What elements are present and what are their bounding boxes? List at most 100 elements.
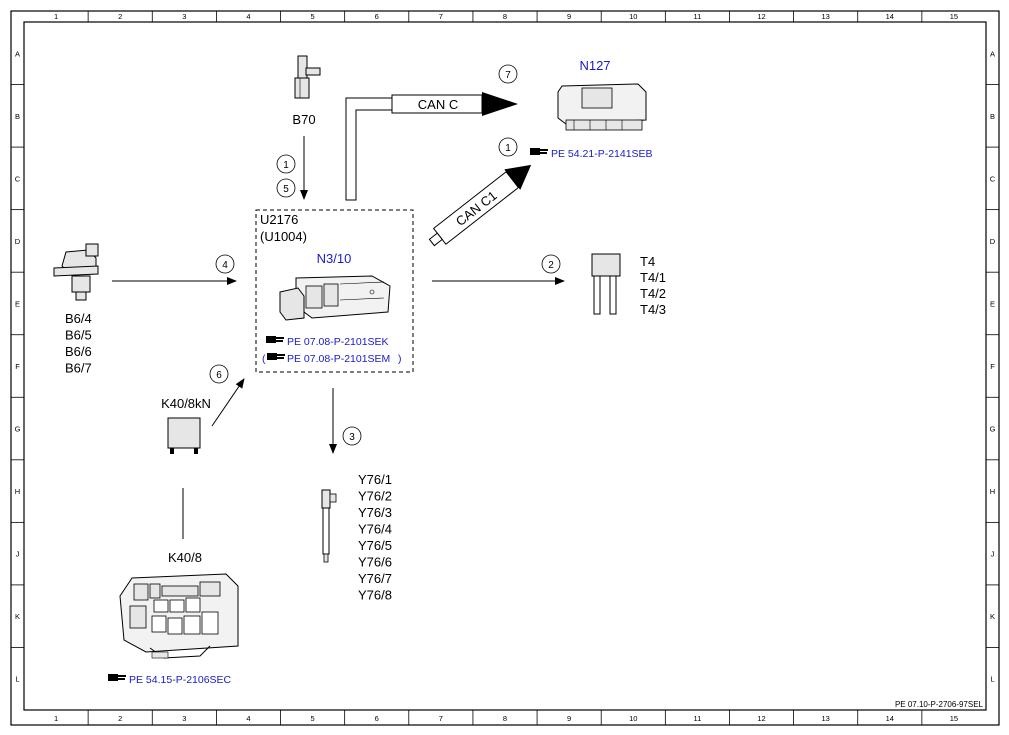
grid-col-label-top: 7 <box>439 12 443 21</box>
grid-col-label-top: 9 <box>567 12 571 21</box>
grid-row-label-right: J <box>991 550 995 559</box>
ref-icon <box>267 353 285 360</box>
callout-b70-5: 5 <box>276 178 296 198</box>
component-code: Y76/2 <box>358 489 392 504</box>
grid-row-label-left: L <box>15 675 19 684</box>
ecu-module-icon <box>279 275 391 321</box>
callout-b70-1: 1 <box>276 154 296 174</box>
grid-ticks <box>11 11 999 725</box>
grid-col-label-top: 8 <box>503 12 507 21</box>
grid-col-label-top: 12 <box>757 12 765 21</box>
callout-t4-2: 2 <box>541 254 561 274</box>
grid-col-label-top: 14 <box>886 12 894 21</box>
b70-sensor-icon <box>294 55 321 99</box>
grid-col-label-top: 6 <box>375 12 379 21</box>
grid-labels: 1122334455667788991010111112121313141415… <box>15 12 996 723</box>
n127-ref: PE 54.21-P-2141SEB <box>551 148 653 160</box>
component-code: B6/7 <box>65 361 92 376</box>
n127-module-icon <box>557 83 647 131</box>
control-unit-ref2-open: ( <box>262 353 266 365</box>
grid-col-label-top: 11 <box>694 12 702 21</box>
b70-label: B70 <box>292 112 315 127</box>
y76-injector-icon <box>321 489 337 563</box>
k40-8-ref: PE 54.15-P-2106SEC <box>129 674 232 686</box>
component-code: B6/4 <box>65 311 92 326</box>
svg-text:1: 1 <box>283 160 289 171</box>
component-code: B6/6 <box>65 344 92 359</box>
control-unit-ref2: PE 07.08-P-2101SEM <box>287 353 390 365</box>
grid-row-label-right: L <box>990 675 994 684</box>
grid-row-label-left: E <box>15 299 20 308</box>
t4-sensor-icon <box>591 253 621 315</box>
svg-text:1: 1 <box>505 143 511 154</box>
component-code: T4/2 <box>640 286 666 301</box>
component-code: Y76/6 <box>358 555 392 570</box>
can-c-arrowhead <box>482 92 518 116</box>
control-unit-ref1: PE 07.08-P-2101SEK <box>287 336 389 348</box>
control-unit-name: N3/10 <box>317 251 352 266</box>
grid-row-label-right: G <box>990 425 996 434</box>
drawing-frame <box>10 10 1000 726</box>
grid-row-label-right: D <box>990 237 996 246</box>
component-code: T4/1 <box>640 270 666 285</box>
grid-row-label-right: F <box>990 362 995 371</box>
svg-text:3: 3 <box>349 432 355 443</box>
grid-col-label-top: 13 <box>821 12 829 21</box>
n127-label: N127 <box>579 58 610 73</box>
ref-icon <box>530 148 548 155</box>
svg-text:2: 2 <box>548 260 554 271</box>
grid-col-label-top: 5 <box>311 12 315 21</box>
grid-row-label-left: H <box>15 487 20 496</box>
grid-col-label-top: 15 <box>950 12 958 21</box>
grid-col-label-bottom: 5 <box>311 714 315 723</box>
component-code: Y76/4 <box>358 522 392 537</box>
k40-8-fusebox-icon <box>119 573 239 659</box>
grid-col-label-bottom: 6 <box>375 714 379 723</box>
component-code: Y76/7 <box>358 571 392 586</box>
grid-row-label-right: A <box>990 49 995 58</box>
grid-col-label-top: 10 <box>629 12 637 21</box>
component-code: B6/5 <box>65 328 92 343</box>
svg-text:6: 6 <box>216 370 222 381</box>
b6-sensor-icon <box>53 243 99 301</box>
component-code: T4/3 <box>640 302 666 317</box>
can-c-label: CAN C <box>418 97 458 112</box>
callout-can-c1-1: 1 <box>498 137 518 157</box>
grid-col-label-bottom: 14 <box>886 714 894 723</box>
component-code: T4 <box>640 254 655 269</box>
callout-y76-3: 3 <box>342 426 362 446</box>
component-code: Y76/1 <box>358 472 392 487</box>
grid-row-label-left: J <box>16 550 20 559</box>
grid-row-label-left: K <box>15 612 20 621</box>
control-unit-code: U2176 <box>260 212 298 227</box>
control-unit-box <box>255 209 414 373</box>
component-code: Y76/8 <box>358 588 392 603</box>
grid-col-label-bottom: 15 <box>950 714 958 723</box>
component-code: Y76/3 <box>358 505 392 520</box>
grid-col-label-bottom: 4 <box>246 714 250 723</box>
svg-text:4: 4 <box>222 260 228 271</box>
grid-row-label-right: H <box>990 487 995 496</box>
k40-arrow <box>211 378 245 427</box>
grid-row-label-left: D <box>15 237 21 246</box>
grid-col-label-bottom: 12 <box>757 714 765 723</box>
grid-col-label-bottom: 7 <box>439 714 443 723</box>
grid-col-label-top: 4 <box>246 12 250 21</box>
k40-8-label: K40/8 <box>168 550 202 565</box>
component-code: Y76/5 <box>358 538 392 553</box>
grid-col-label-bottom: 2 <box>118 714 122 723</box>
grid-col-label-top: 2 <box>118 12 122 21</box>
grid-col-label-bottom: 8 <box>503 714 507 723</box>
grid-col-label-bottom: 13 <box>821 714 829 723</box>
grid-col-label-bottom: 9 <box>567 714 571 723</box>
control-unit-ref2-close: ) <box>398 353 402 365</box>
svg-text:5: 5 <box>283 184 289 195</box>
grid-row-label-left: C <box>15 174 21 183</box>
grid-row-label-right: E <box>990 299 995 308</box>
ref-icon <box>266 336 284 343</box>
document-id: PE 07.10-P-2706-97SEL <box>895 700 984 709</box>
grid-row-label-left: F <box>15 362 20 371</box>
